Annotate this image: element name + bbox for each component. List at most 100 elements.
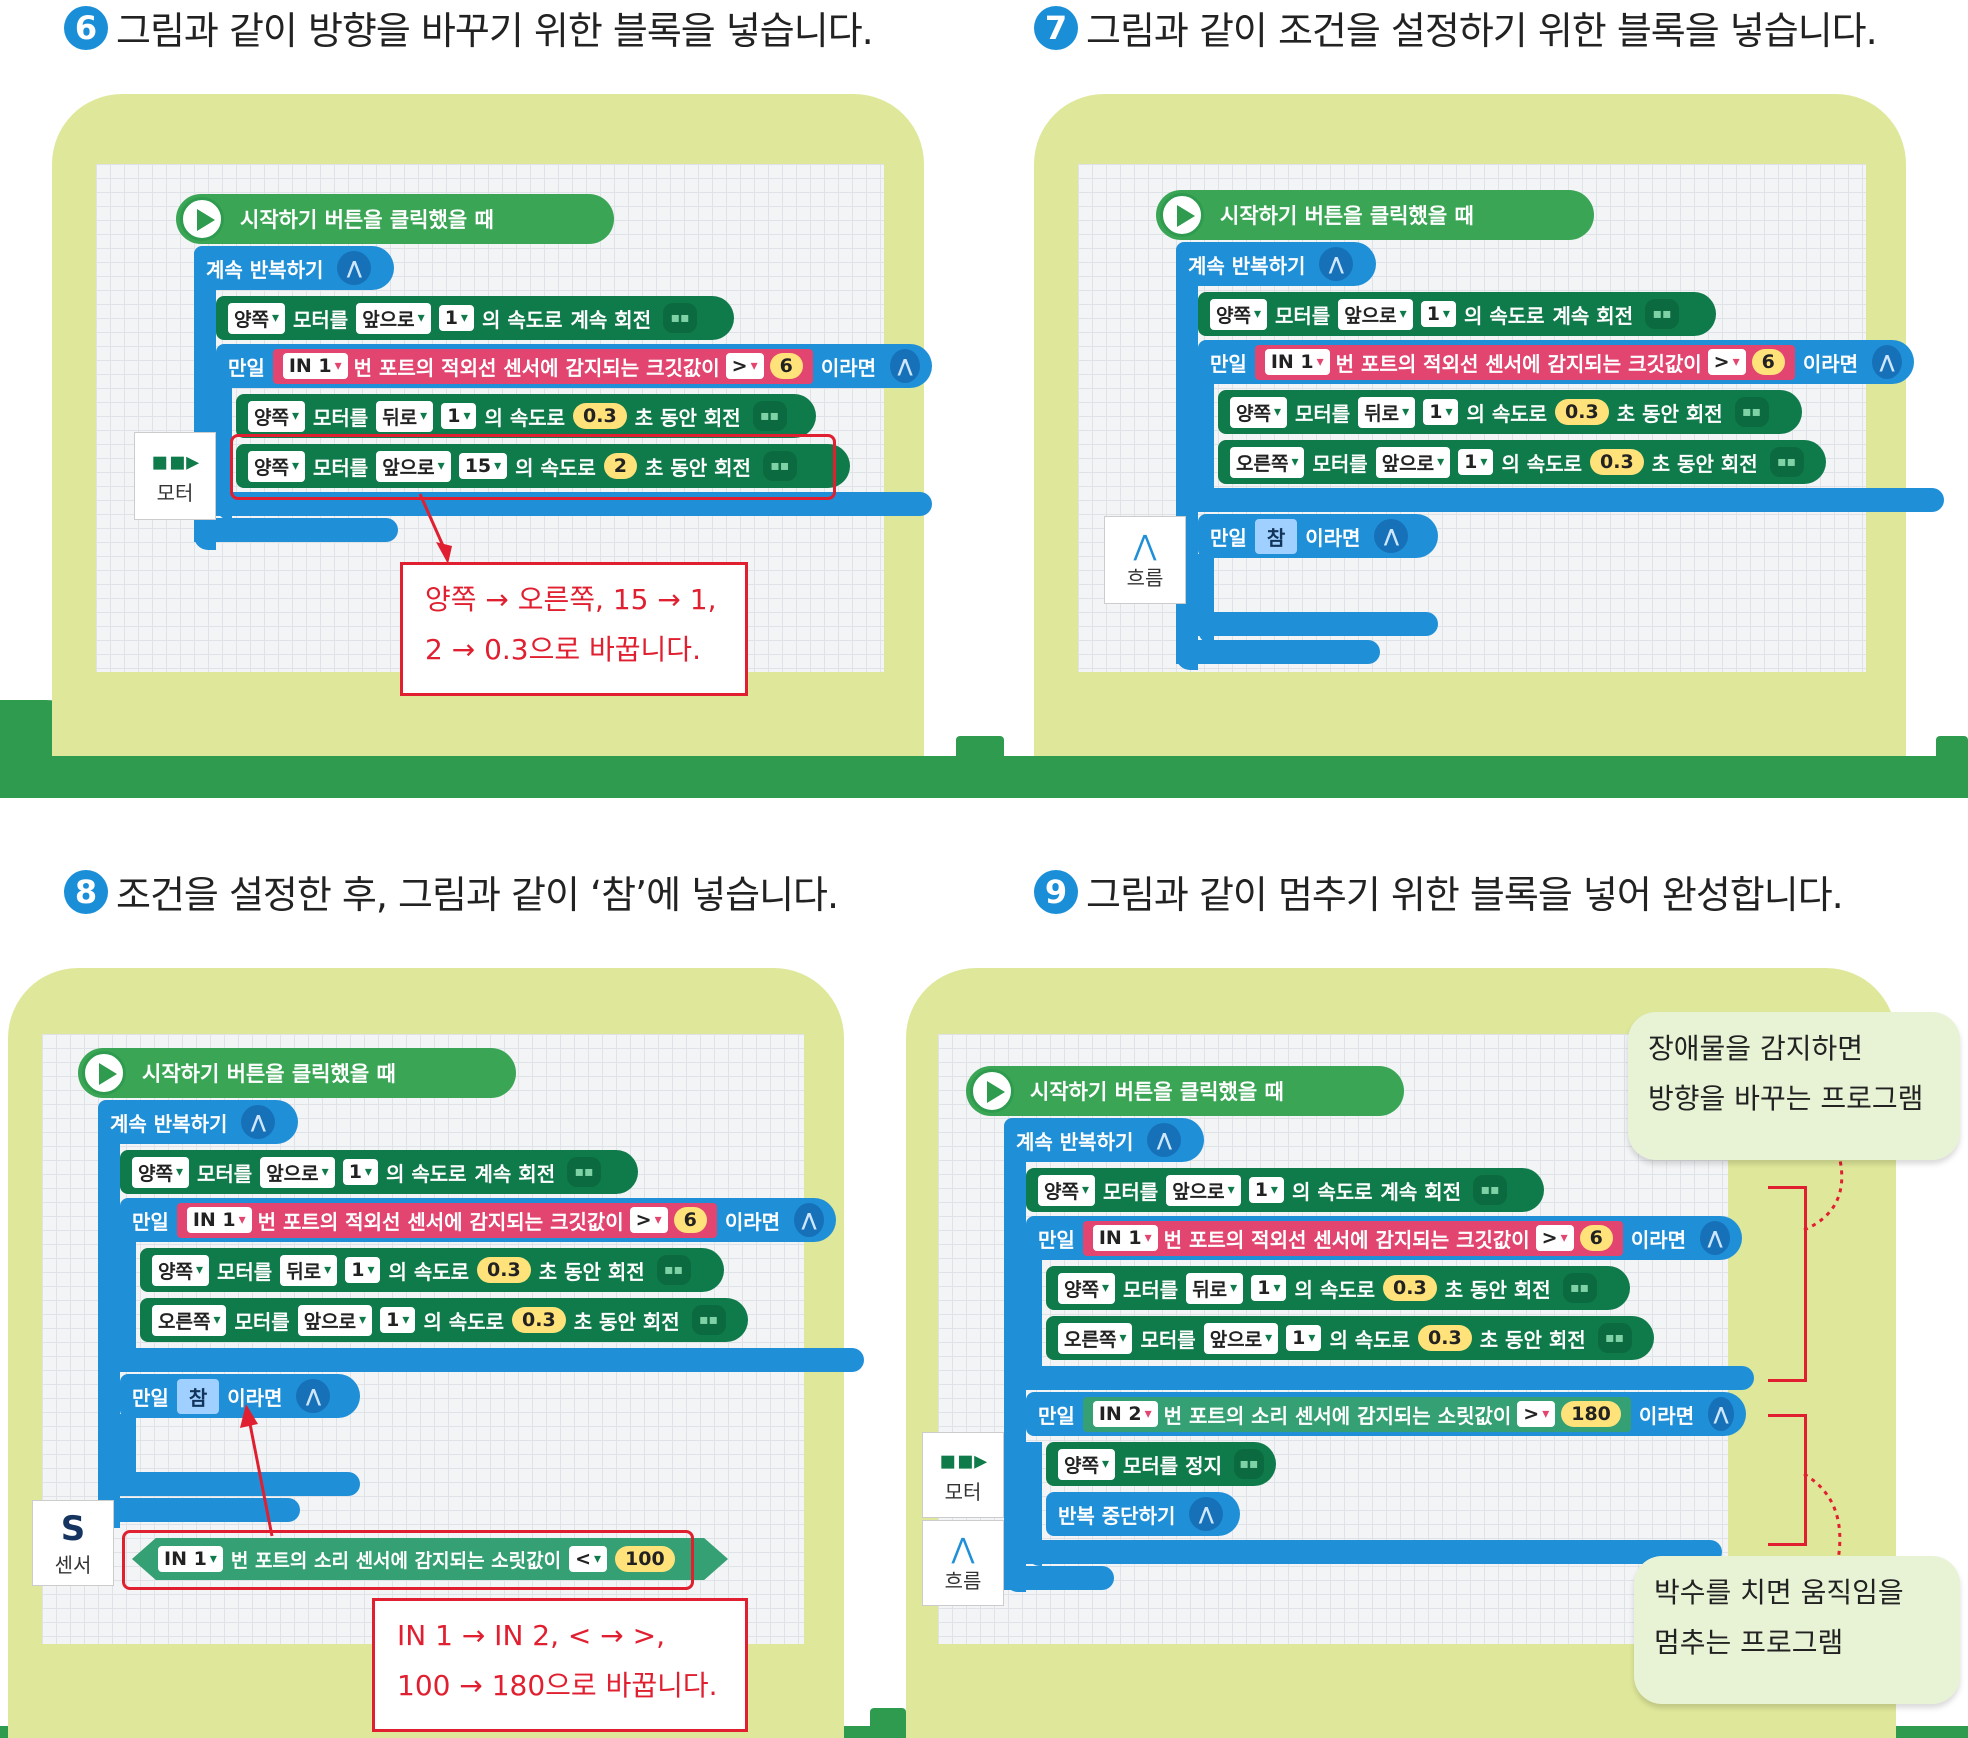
seconds-value[interactable]: 2 xyxy=(603,453,637,479)
ir-condition[interactable]: IN 1 번 포트의 적외선 센서에 감지되는 크깃값이 > 6 xyxy=(272,348,813,384)
direction-dropdown[interactable]: 앞으로 xyxy=(376,450,451,482)
start-hat-block[interactable]: 시작하기 버튼을 클릭했을 때 xyxy=(966,1066,1404,1116)
motor-right-block[interactable]: 오른쪽 모터를 앞으로 1 의 속도로 0.3 초 동안 회전 ▪▪ xyxy=(140,1298,748,1342)
seconds-value[interactable]: 0.3 xyxy=(1590,449,1644,475)
port-dropdown[interactable]: IN 1 xyxy=(282,353,348,379)
true-slot[interactable]: 참 xyxy=(1254,518,1298,554)
palette-flow[interactable]: ⋀ 흐름 xyxy=(922,1520,1004,1606)
speed-dropdown[interactable]: 1 xyxy=(1423,399,1459,425)
side-dropdown[interactable]: 양쪽 xyxy=(1210,298,1267,330)
forever-block[interactable]: 계속 반복하기 ⋀ xyxy=(1004,1118,1204,1162)
side-dropdown[interactable]: 양쪽 xyxy=(152,1254,209,1286)
threshold-value[interactable]: 6 xyxy=(673,1207,707,1233)
threshold-value[interactable]: 6 xyxy=(769,353,803,379)
palette-motor[interactable]: ▪▪▸ 모터 xyxy=(922,1432,1004,1518)
port-dropdown[interactable]: IN 1 xyxy=(158,1546,223,1572)
speed-dropdown[interactable]: 1 xyxy=(1286,1325,1322,1351)
motor-right-block[interactable]: 오른쪽 모터를 앞으로 1 의 속도로 0.3 초 동안 회전 ▪▪ xyxy=(1218,440,1826,484)
side-dropdown[interactable]: 양쪽 xyxy=(228,302,285,334)
if-block[interactable]: 만일 IN 1 번 포트의 적외선 센서에 감지되는 크깃값이 > 6 이라면 … xyxy=(216,344,932,388)
compare-dropdown[interactable]: > xyxy=(1707,349,1746,375)
side-dropdown[interactable]: 오른쪽 xyxy=(152,1304,227,1336)
speed-dropdown[interactable]: 15 xyxy=(458,453,508,479)
if-block[interactable]: 만일 IN 1 번 포트의 적외선 센서에 감지되는 크깃값이 > 6 이라면 … xyxy=(1198,340,1914,384)
direction-dropdown[interactable]: 앞으로 xyxy=(1166,1174,1241,1206)
side-dropdown[interactable]: 양쪽 xyxy=(1230,396,1287,428)
if-true-block[interactable]: 만일 참 이라면 ⋀ xyxy=(120,1374,360,1418)
side-dropdown[interactable]: 양쪽 xyxy=(1058,1448,1115,1480)
threshold-value[interactable]: 6 xyxy=(1751,349,1785,375)
if-block[interactable]: 만일 IN 1 번 포트의 적외선 센서에 감지되는 크깃값이 > 6 이라면 … xyxy=(120,1198,836,1242)
palette-motor[interactable]: ▪▪▸ 모터 xyxy=(134,432,216,520)
side-dropdown[interactable]: 양쪽 xyxy=(248,400,305,432)
threshold-value[interactable]: 100 xyxy=(615,1546,675,1572)
sound-condition-block[interactable]: IN 1 번 포트의 소리 센서에 감지되는 소릿값이 < 100 xyxy=(132,1538,728,1580)
compare-dropdown[interactable]: > xyxy=(1535,1225,1574,1251)
direction-dropdown[interactable]: 앞으로 xyxy=(1375,446,1451,478)
direction-dropdown[interactable]: 뒤로 xyxy=(1358,396,1416,428)
direction-dropdown[interactable]: 뒤로 xyxy=(280,1254,338,1286)
motor-back-block[interactable]: 양쪽 모터를 뒤로 1 의 속도로 0.3 초 동안 회전 ▪▪ xyxy=(140,1248,724,1292)
direction-dropdown[interactable]: 뒤로 xyxy=(1186,1272,1244,1304)
compare-dropdown[interactable]: > xyxy=(725,353,764,379)
start-hat-block[interactable]: 시작하기 버튼을 클릭했을 때 xyxy=(1156,190,1594,240)
side-dropdown[interactable]: 양쪽 xyxy=(248,450,305,482)
side-dropdown[interactable]: 오른쪽 xyxy=(1058,1322,1133,1354)
motor-spin-block[interactable]: 양쪽 모터를 앞으로 1 의 속도로 계속 회전 ▪▪ xyxy=(1198,292,1716,336)
compare-dropdown[interactable]: > xyxy=(1517,1401,1556,1427)
speed-dropdown[interactable]: 1 xyxy=(380,1307,416,1333)
seconds-value[interactable]: 0.3 xyxy=(512,1307,566,1333)
direction-dropdown[interactable]: 앞으로 xyxy=(297,1304,373,1336)
direction-dropdown[interactable]: 앞으로 xyxy=(1338,298,1413,330)
threshold-value[interactable]: 180 xyxy=(1561,1401,1621,1427)
direction-dropdown[interactable]: 뒤로 xyxy=(376,400,434,432)
direction-dropdown[interactable]: 앞으로 xyxy=(1203,1322,1279,1354)
speed-dropdown[interactable]: 1 xyxy=(438,305,474,331)
speed-dropdown[interactable]: 1 xyxy=(1248,1177,1284,1203)
start-hat-block[interactable]: 시작하기 버튼을 클릭했을 때 xyxy=(176,194,614,244)
palette-sensor[interactable]: S 센서 xyxy=(32,1500,114,1586)
motor-forward-block[interactable]: 양쪽 모터를 앞으로 15 의 속도로 2 초 동안 회전 ▪▪ xyxy=(236,444,850,488)
speed-dropdown[interactable]: 1 xyxy=(342,1159,378,1185)
break-block[interactable]: 반복 중단하기 ⋀ xyxy=(1046,1492,1240,1536)
forever-block[interactable]: 계속 반복하기 ⋀ xyxy=(98,1100,298,1144)
seconds-value[interactable]: 0.3 xyxy=(477,1257,531,1283)
motor-stop-block[interactable]: 양쪽 모터를 정지 ▪▪ xyxy=(1046,1442,1276,1486)
if-true-block[interactable]: 만일 참 이라면 ⋀ xyxy=(1198,514,1438,558)
seconds-value[interactable]: 0.3 xyxy=(573,403,627,429)
sound-condition[interactable]: IN 2 번 포트의 소리 센서에 감지되는 소릿값이 > 180 xyxy=(1082,1396,1631,1432)
compare-dropdown[interactable]: > xyxy=(629,1207,668,1233)
direction-dropdown[interactable]: 앞으로 xyxy=(260,1156,335,1188)
forever-block[interactable]: 계속 반복하기 ⋀ xyxy=(1176,242,1376,286)
port-dropdown[interactable]: IN 1 xyxy=(1264,349,1330,375)
seconds-value[interactable]: 0.3 xyxy=(1383,1275,1437,1301)
side-dropdown[interactable]: 양쪽 xyxy=(1058,1272,1115,1304)
side-dropdown[interactable]: 양쪽 xyxy=(1038,1174,1095,1206)
speed-dropdown[interactable]: 1 xyxy=(1251,1275,1287,1301)
side-dropdown[interactable]: 양쪽 xyxy=(132,1156,189,1188)
ir-condition[interactable]: IN 1 번 포트의 적외선 센서에 감지되는 크깃값이 > 6 xyxy=(176,1202,717,1238)
seconds-value[interactable]: 0.3 xyxy=(1555,399,1609,425)
side-dropdown[interactable]: 오른쪽 xyxy=(1230,446,1305,478)
palette-flow[interactable]: ⋀ 흐름 xyxy=(1104,516,1186,604)
motor-spin-block[interactable]: 양쪽 모터를 앞으로 1 의 속도로 계속 회전 ▪▪ xyxy=(1026,1168,1544,1212)
speed-dropdown[interactable]: 1 xyxy=(1458,449,1494,475)
motor-right-block[interactable]: 오른쪽 모터를 앞으로 1 의 속도로 0.3 초 동안 회전 ▪▪ xyxy=(1046,1316,1654,1360)
if-block[interactable]: 만일 IN 1 번 포트의 적외선 센서에 감지되는 크깃값이 > 6 이라면 … xyxy=(1026,1216,1742,1260)
speed-dropdown[interactable]: 1 xyxy=(345,1257,381,1283)
start-hat-block[interactable]: 시작하기 버튼을 클릭했을 때 xyxy=(78,1048,516,1098)
motor-spin-block[interactable]: 양쪽 모터를 앞으로 1 의 속도로 계속 회전 ▪▪ xyxy=(120,1150,638,1194)
motor-back-block[interactable]: 양쪽 모터를 뒤로 1 의 속도로 0.3 초 동안 회전 ▪▪ xyxy=(1218,390,1802,434)
motor-back-block[interactable]: 양쪽 모터를 뒤로 1 의 속도로 0.3 초 동안 회전 ▪▪ xyxy=(1046,1266,1630,1310)
port-dropdown[interactable]: IN 1 xyxy=(186,1207,252,1233)
ir-condition[interactable]: IN 1 번 포트의 적외선 센서에 감지되는 크깃값이 > 6 xyxy=(1254,344,1795,380)
threshold-value[interactable]: 6 xyxy=(1579,1225,1613,1251)
compare-dropdown[interactable]: < xyxy=(569,1546,608,1572)
speed-dropdown[interactable]: 1 xyxy=(441,403,477,429)
true-slot[interactable]: 참 xyxy=(176,1378,220,1414)
port-dropdown[interactable]: IN 1 xyxy=(1092,1225,1158,1251)
direction-dropdown[interactable]: 앞으로 xyxy=(356,302,431,334)
motor-back-block[interactable]: 양쪽 모터를 뒤로 1 의 속도로 0.3 초 동안 회전 ▪▪ xyxy=(236,394,816,438)
if-sound-block[interactable]: 만일 IN 2 번 포트의 소리 센서에 감지되는 소릿값이 > 180 이라면… xyxy=(1026,1392,1746,1436)
motor-spin-block[interactable]: 양쪽 모터를 앞으로 1 의 속도로 계속 회전 ▪▪ xyxy=(216,296,734,340)
